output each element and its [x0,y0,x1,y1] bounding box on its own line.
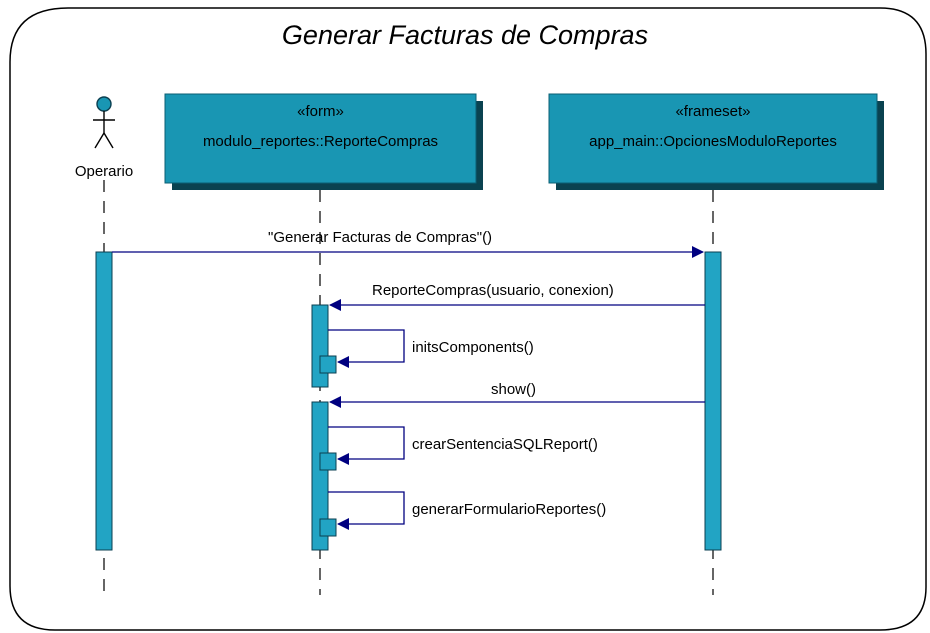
self-activation-1 [319,355,337,374]
message-arrow-3 [328,329,405,368]
frameset-object-name: app_main::OpcionesModuloReportes [589,133,837,150]
form-object-stereotype: «form» [297,103,344,120]
form-activation-1 [311,304,329,388]
message-arrow-6 [328,491,405,530]
form-object-name: modulo_reportes::ReporteCompras [202,133,439,150]
form-activation-2 [311,401,329,551]
form-object-box [164,93,477,184]
actor-name: Operario [74,163,134,180]
frameset-object-box [548,93,878,184]
actor-icon [93,96,115,149]
diagram-frame [9,7,927,631]
message-arrow-5 [328,426,405,465]
frameset-activation [704,251,722,551]
message-label-1: "Generar Facturas de Compras"() [268,229,493,246]
self-activation-3 [319,518,337,537]
message-label-3: initsComponents() [412,339,534,356]
frameset-object-stereotype: «frameset» [675,103,751,120]
message-label-5: crearSentenciaSQLReport() [412,436,598,453]
operario-activation [95,251,113,551]
diagram-title: Generar Facturas de Compras [281,20,649,50]
message-label-2: ReporteCompras(usuario, conexion) [372,282,614,299]
message-label-6: generarFormularioReportes() [412,501,607,518]
message-label-4: show() [491,381,537,398]
self-activation-2 [319,452,337,471]
